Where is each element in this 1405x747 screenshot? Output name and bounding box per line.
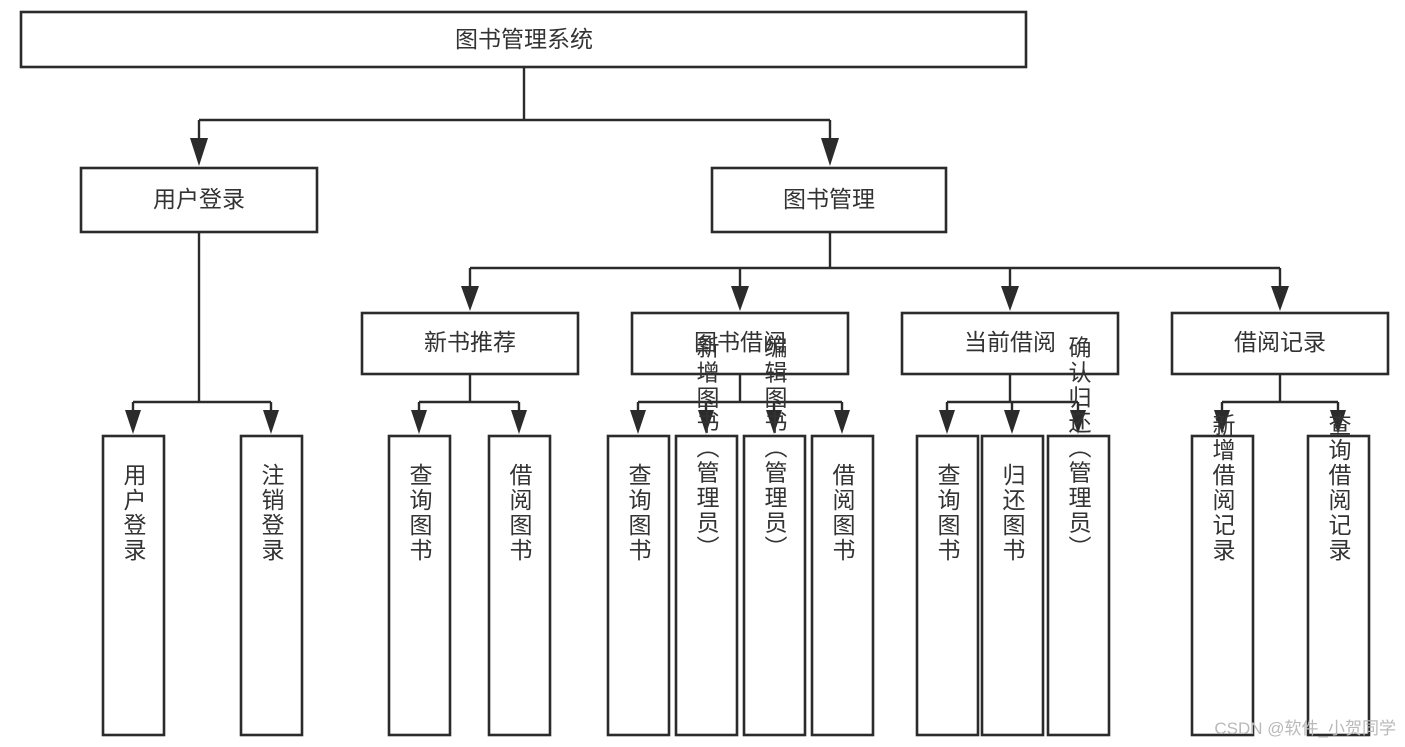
arrowhead-leaf-query-record: [1330, 410, 1346, 434]
node-leaf-edit-book-box[interactable]: [742, 434, 807, 737]
node-book-borrow-label: 图书借阅: [694, 329, 786, 355]
node-new-book-recommend[interactable]: 新书推荐: [360, 311, 580, 376]
arrowhead-leaf-edit-book: [766, 410, 782, 434]
node-leaf-return-book-label: 归还图书: [999, 463, 1026, 563]
node-leaf-user-logout-label: 注销登录: [258, 463, 285, 563]
node-leaf-edit-book[interactable]: 编辑图书（管理员）: [742, 336, 807, 737]
arrowhead-leaf-add-book: [698, 410, 714, 434]
node-leaf-query-record-label: 查询借阅记录: [1325, 413, 1352, 563]
node-leaf-add-book-box[interactable]: [674, 434, 739, 737]
arrowhead-leaf-add-record: [1214, 410, 1230, 434]
node-leaf-confirm-return[interactable]: 确认归还（管理员）: [1046, 336, 1111, 737]
node-leaf-query-book-1-label: 查询图书: [406, 463, 433, 563]
node-leaf-query-book-2-label: 查询图书: [625, 463, 652, 563]
node-book-borrow-box[interactable]: [630, 311, 850, 376]
node-leaf-query-record[interactable]: 查询借阅记录: [1306, 413, 1371, 737]
node-new-book-recommend-box[interactable]: [360, 311, 580, 376]
node-leaf-borrow-book-1-box[interactable]: [487, 434, 552, 737]
csdn-watermark: CSDN @软件_小贺同学: [1214, 719, 1396, 738]
node-new-book-recommend-label: 新书推荐: [424, 329, 516, 355]
arrowhead-leaf-user-login: [125, 410, 141, 434]
node-leaf-query-book-3-box[interactable]: [915, 434, 980, 737]
node-book-management[interactable]: 图书管理: [710, 166, 948, 234]
arrowhead-leaf-borrow-book-1: [511, 410, 527, 434]
node-current-borrow[interactable]: 当前借阅: [900, 311, 1120, 376]
arrowhead-leaf-borrow-book-2: [834, 410, 850, 434]
node-leaf-add-record[interactable]: 新增借阅记录: [1190, 413, 1255, 737]
node-leaf-borrow-book-1[interactable]: 借阅图书: [487, 434, 552, 737]
node-leaf-borrow-book-1-label: 借阅图书: [506, 463, 533, 563]
node-leaf-query-book-2[interactable]: 查询图书: [606, 434, 671, 737]
node-user-login-label: 用户登录: [153, 186, 245, 212]
node-leaf-confirm-return-label: 确认归还（管理员）: [1065, 336, 1092, 561]
node-book-management-box[interactable]: [710, 166, 948, 234]
arrowhead-current-borrow: [1001, 286, 1019, 311]
connector-group-book-management: [461, 232, 1289, 311]
node-root-system[interactable]: 图书管理系统: [19, 10, 1028, 69]
arrowhead-borrow-record: [1271, 286, 1289, 311]
node-leaf-return-book-box[interactable]: [980, 434, 1045, 737]
connector-group-borrow-record: [1214, 374, 1346, 434]
node-current-borrow-label: 当前借阅: [964, 329, 1056, 355]
connector-group-root: [190, 67, 839, 166]
arrowhead-leaf-return-book: [1004, 410, 1020, 434]
node-leaf-confirm-return-box[interactable]: [1046, 434, 1111, 737]
node-leaf-user-logout-box[interactable]: [239, 434, 304, 737]
connector-group-new-book-recommend: [411, 374, 527, 434]
node-leaf-borrow-book-2-box[interactable]: [810, 434, 875, 737]
arrowhead-leaf-query-book-1: [411, 410, 427, 434]
node-leaf-user-logout[interactable]: 注销登录: [239, 434, 304, 737]
arrowhead-book-borrow: [731, 286, 749, 311]
node-leaf-user-login-box[interactable]: [101, 434, 166, 737]
arrowhead-leaf-confirm-return: [1070, 410, 1086, 434]
node-user-login-box[interactable]: [79, 166, 319, 234]
node-borrow-record-label: 借阅记录: [1234, 329, 1326, 355]
node-leaf-return-book[interactable]: 归还图书: [980, 434, 1045, 737]
connector-group-user-login: [125, 232, 279, 434]
node-book-management-label: 图书管理: [783, 186, 875, 212]
node-leaf-query-book-3[interactable]: 查询图书: [915, 434, 980, 737]
node-leaf-borrow-book-2-label: 借阅图书: [829, 463, 856, 563]
node-leaf-user-login-label: 用户登录: [120, 463, 147, 563]
node-user-login[interactable]: 用户登录: [79, 166, 319, 234]
connector-group-current-borrow: [939, 374, 1086, 434]
arrowhead-leaf-query-book-3: [939, 410, 955, 434]
node-leaf-query-book-1-box[interactable]: [387, 434, 452, 737]
node-leaf-edit-book-label: 编辑图书（管理员）: [761, 336, 788, 561]
node-leaf-add-book[interactable]: 新增图书（管理员）: [674, 336, 739, 737]
node-leaf-add-record-label: 新增借阅记录: [1209, 413, 1236, 563]
node-leaf-add-book-label: 新增图书（管理员）: [693, 336, 720, 561]
node-borrow-record[interactable]: 借阅记录: [1170, 311, 1390, 376]
arrowhead-leaf-query-book-2: [630, 410, 646, 434]
arrowhead-leaf-user-logout: [263, 410, 279, 434]
node-book-borrow[interactable]: 图书借阅: [630, 311, 850, 376]
node-leaf-query-book-3-label: 查询图书: [934, 463, 961, 563]
arrowhead-new-book-recommend: [461, 286, 479, 311]
arrowhead-user-login: [190, 138, 208, 166]
node-leaf-user-login[interactable]: 用户登录: [101, 434, 166, 737]
node-leaf-borrow-book-2[interactable]: 借阅图书: [810, 434, 875, 737]
connector-group-book-borrow: [630, 374, 850, 434]
node-leaf-query-record-box[interactable]: [1306, 434, 1371, 737]
node-current-borrow-box[interactable]: [900, 311, 1120, 376]
arrowhead-book-management: [821, 138, 839, 166]
node-leaf-query-book-1[interactable]: 查询图书: [387, 434, 452, 737]
node-leaf-add-record-box[interactable]: [1190, 434, 1255, 737]
node-root-box[interactable]: [19, 10, 1028, 69]
node-root-label: 图书管理系统: [455, 26, 593, 52]
node-borrow-record-box[interactable]: [1170, 311, 1390, 376]
node-leaf-query-book-2-box[interactable]: [606, 434, 671, 737]
